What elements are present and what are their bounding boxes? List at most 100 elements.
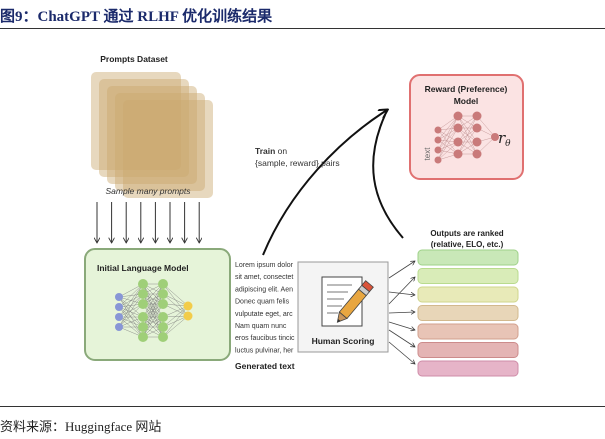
network-node <box>158 279 168 289</box>
network-edge <box>457 115 478 143</box>
network-edge <box>457 115 478 155</box>
network-edge <box>142 283 164 318</box>
network-edge <box>118 293 144 328</box>
prompts-dataset-stack <box>91 72 213 198</box>
initial-language-model-label: Initial Language Model <box>97 263 189 273</box>
ranked-output-bar <box>417 323 519 340</box>
network-edge <box>162 305 189 338</box>
scoring-arrow <box>388 321 415 330</box>
network-node <box>453 149 463 159</box>
ranked-output-bar <box>417 305 519 321</box>
network-node <box>158 289 168 299</box>
prompt-card <box>99 79 189 177</box>
generated-text-line: Nam quam nunc <box>235 323 287 330</box>
scoring-arrow <box>388 341 415 364</box>
train-arrow <box>262 110 387 256</box>
rlhf-diagram: Prompts Dataset Sample many prompts Init… <box>84 54 524 377</box>
network-node <box>138 312 148 322</box>
network-edge <box>142 303 164 338</box>
network-node <box>115 303 123 311</box>
network-edge <box>162 283 189 307</box>
initial-language-model-box <box>84 248 231 361</box>
generated-text-line: Donec quam felis <box>235 299 290 306</box>
network-edge <box>118 303 144 328</box>
ranked-outputs-list <box>417 249 519 377</box>
scoring-arrow <box>388 261 415 279</box>
network-node <box>158 322 168 332</box>
network-node <box>472 137 482 147</box>
reward-model-label-line2: Model <box>454 96 479 106</box>
scoring-arrow <box>388 291 415 295</box>
network-node <box>138 322 148 332</box>
train-label-bold: Train <box>255 146 275 156</box>
ranked-label-line1: Outputs are ranked <box>430 229 503 238</box>
scoring-arrow <box>388 312 415 313</box>
network-node <box>453 137 463 147</box>
network-node <box>491 133 499 141</box>
sample-prompts-label: Sample many prompts <box>105 186 191 196</box>
generated-text-line: vulputate eget, arc <box>235 311 293 318</box>
network-node <box>472 123 482 133</box>
network-node <box>434 156 442 164</box>
network-edge <box>437 127 459 161</box>
network-node <box>183 311 193 321</box>
network-node <box>183 301 193 311</box>
network-edge <box>437 129 459 155</box>
network-edge <box>118 296 144 318</box>
network-node <box>472 149 482 159</box>
source-note: 资料来源：Huggingface 网站 <box>0 419 162 434</box>
network-node <box>453 123 463 133</box>
network-edge <box>437 115 459 151</box>
generated-text-line: Lorem ipsum dolor <box>235 262 294 269</box>
network-edge <box>476 115 496 138</box>
top-divider <box>0 28 605 29</box>
network-node <box>115 323 123 331</box>
sample-arrows <box>97 202 199 243</box>
network-node <box>138 299 148 309</box>
ranked-output-bar <box>417 360 519 377</box>
scoring-arrows <box>388 261 415 364</box>
ranked-output-bar <box>417 342 519 358</box>
figure-title: 图9：ChatGPT 通过 RLHF 优化训练结果 <box>0 9 273 25</box>
prompts-dataset-label: Prompts Dataset <box>100 54 168 64</box>
network-node <box>158 299 168 309</box>
network-edge <box>437 127 459 151</box>
network-node <box>158 332 168 342</box>
network-node <box>434 146 442 154</box>
prompt-card <box>91 72 181 170</box>
network-node <box>453 111 463 121</box>
ranked-output-bar <box>417 286 519 303</box>
prompt-card <box>123 100 213 198</box>
generated-text-label: Generated text <box>235 361 295 371</box>
network-node <box>138 332 148 342</box>
network-node <box>138 289 148 299</box>
generated-text-line: luctus pulvinar, her <box>235 347 294 354</box>
train-label-line2: {sample, reward} pairs <box>255 158 340 168</box>
scoring-arrow <box>388 329 415 347</box>
network-node <box>434 136 442 144</box>
network-edge <box>457 127 478 155</box>
reward-model-input-label: text <box>423 147 432 161</box>
network-node <box>115 313 123 321</box>
network-edge <box>118 283 144 308</box>
network-edge <box>437 115 459 161</box>
initial-model-network-icon <box>115 279 193 342</box>
network-node <box>434 126 442 134</box>
network-edge <box>118 283 144 318</box>
network-node <box>115 293 123 301</box>
reward-model-label-line1: Reward (Preference) <box>425 84 508 94</box>
prompt-card <box>115 93 205 191</box>
reward-output-symbol: rθ <box>498 129 511 149</box>
train-label-rest: on <box>275 146 287 156</box>
generated-text-block: Lorem ipsum dolor sit amet, consectet adip… <box>235 262 295 354</box>
network-edge <box>162 315 189 338</box>
generated-text-line: eros faucibus tincic <box>235 335 295 342</box>
reward-model-network-icon <box>434 111 499 164</box>
generated-text-line: sit amet, consectet <box>235 274 293 281</box>
scoring-arrow <box>388 277 415 305</box>
network-edge <box>437 115 459 141</box>
prompt-card <box>107 86 197 184</box>
ranked-output-bar <box>417 268 519 284</box>
generated-text-line: adipiscing elit. Aen <box>235 286 293 293</box>
human-scoring-label: Human Scoring <box>312 336 375 346</box>
